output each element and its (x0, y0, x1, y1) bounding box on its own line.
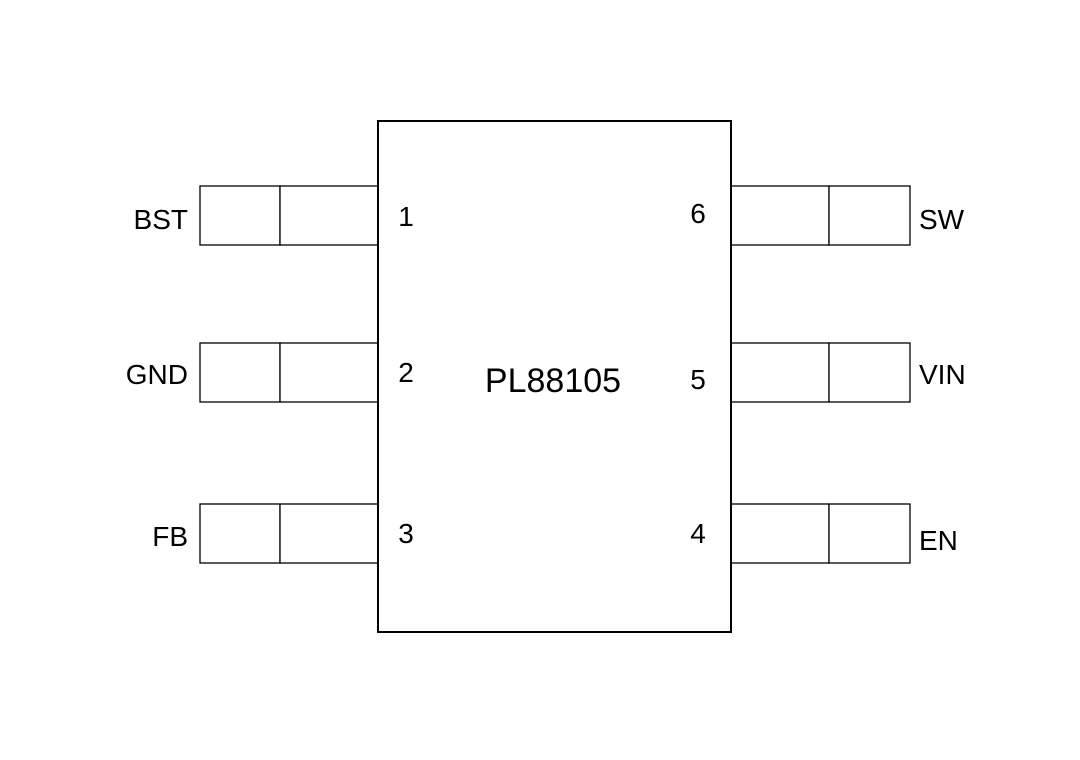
pin-lead-6 (730, 185, 911, 246)
pin-lead-1 (199, 185, 379, 246)
pin-lead-5 (730, 342, 911, 403)
pin-name-vin: VIN (919, 359, 966, 390)
pin-lead-2 (199, 342, 379, 403)
pin-name-gnd: GND (126, 359, 188, 390)
pin-number-6: 6 (690, 198, 706, 229)
part-number: PL88105 (485, 362, 621, 400)
pin-number-4: 4 (690, 518, 706, 549)
pin-lead-4 (730, 503, 911, 564)
pin-name-bst: BST (134, 204, 188, 235)
pin-number-3: 3 (398, 518, 414, 549)
pin-name-sw: SW (919, 204, 965, 235)
pin-number-1: 1 (398, 201, 414, 232)
pin-name-en: EN (919, 525, 958, 556)
chip-body (377, 120, 732, 633)
pin-lead-3 (199, 503, 379, 564)
pin-number-2: 2 (398, 357, 414, 388)
pin-number-5: 5 (690, 364, 706, 395)
pin-name-fb: FB (152, 521, 188, 552)
